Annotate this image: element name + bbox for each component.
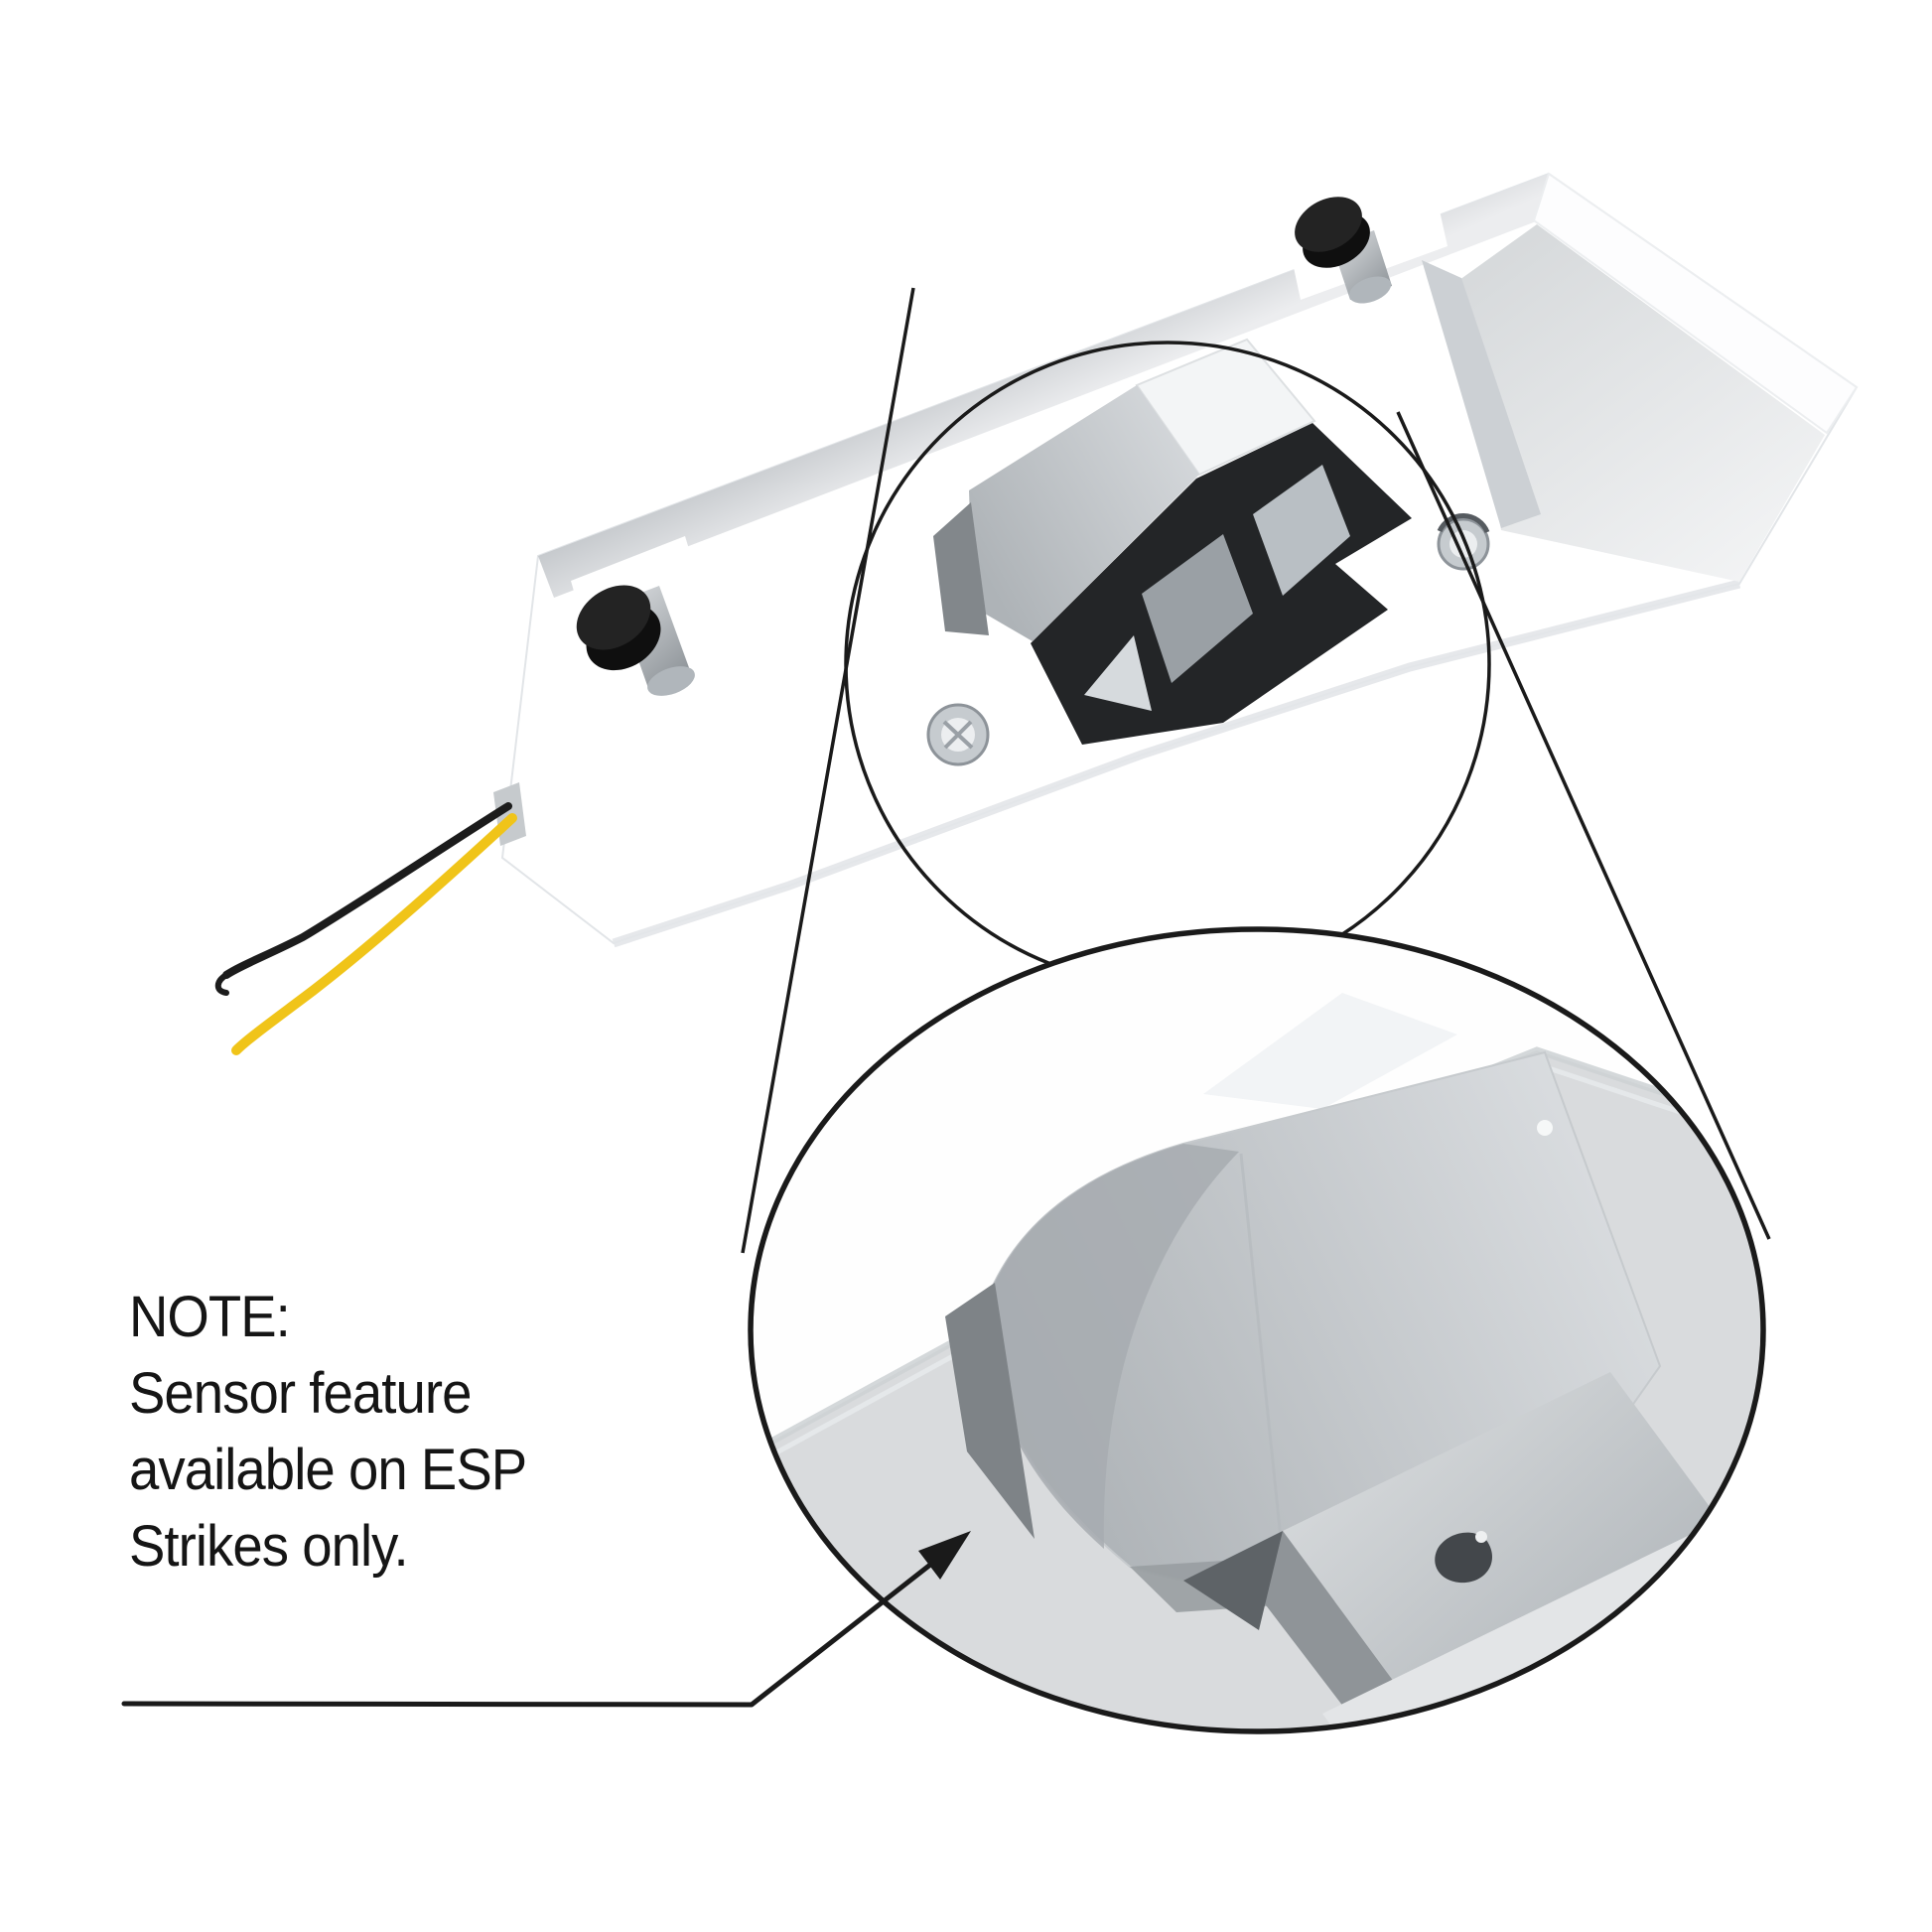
wire-black-tip-hook [214,972,229,996]
end-cap-inner-wall [1422,260,1541,528]
keeper-latch-plate [969,385,1199,641]
electric-strike-device [214,172,1859,1055]
wire-yellow [231,813,517,1055]
sensor-left-cylinder-base [647,666,695,696]
wire-harness [214,782,526,1055]
magnified-pivot-pin [1435,1532,1493,1584]
magnified-keeper-plate-cheek [979,1144,1239,1549]
magnified-ramp-top [1283,1372,1749,1720]
sensor-right-cylinder-base [1348,276,1392,304]
latch-cavity-metal-2 [1253,465,1350,596]
end-cap-block [1422,172,1859,582]
note-leader-line [121,1555,942,1708]
magnified-surface-speck [1537,1120,1553,1136]
note-line-3: Strikes only. [129,1514,409,1579]
strike-near-edge-shade [612,579,1741,948]
wire-black [222,802,512,979]
keeper-plate-shadow [933,502,989,635]
sensor-left-magnet-cap [576,585,651,650]
note-text-block: NOTE: Sensor feature available on ESP St… [129,1279,651,1585]
magnified-plate-shadow [945,1283,1035,1539]
note-line-1: Sensor feature [129,1361,472,1426]
magnified-ramp-notch [1183,1531,1283,1630]
sensor-right [1286,175,1448,304]
magnified-latch-lip [1203,993,1457,1109]
magnifier-circle-outline [748,926,1766,1734]
magnifier-detail-circle [748,926,1766,1734]
magnifier-callout-line-left [741,287,915,1254]
sensor-left [571,536,707,696]
latch-cavity-glint [1084,635,1152,711]
note-title: NOTE: [129,1285,291,1349]
end-cap-outer-wall [1532,172,1859,435]
keeper-assembly [933,338,1412,745]
sensor-right-magnet-cap [1295,197,1362,252]
latch-cavity-metal-1 [1142,534,1253,683]
note-leader-arrowhead-icon [918,1531,971,1580]
magnified-pin-glint [1475,1531,1487,1543]
end-cap-underside [1459,224,1825,582]
magnifier-callout-line-right [1396,411,1771,1240]
magnified-plate-crease [1239,1153,1288,1587]
mounting-screw-left [926,703,990,766]
note-line-2: available on ESP [129,1438,527,1502]
